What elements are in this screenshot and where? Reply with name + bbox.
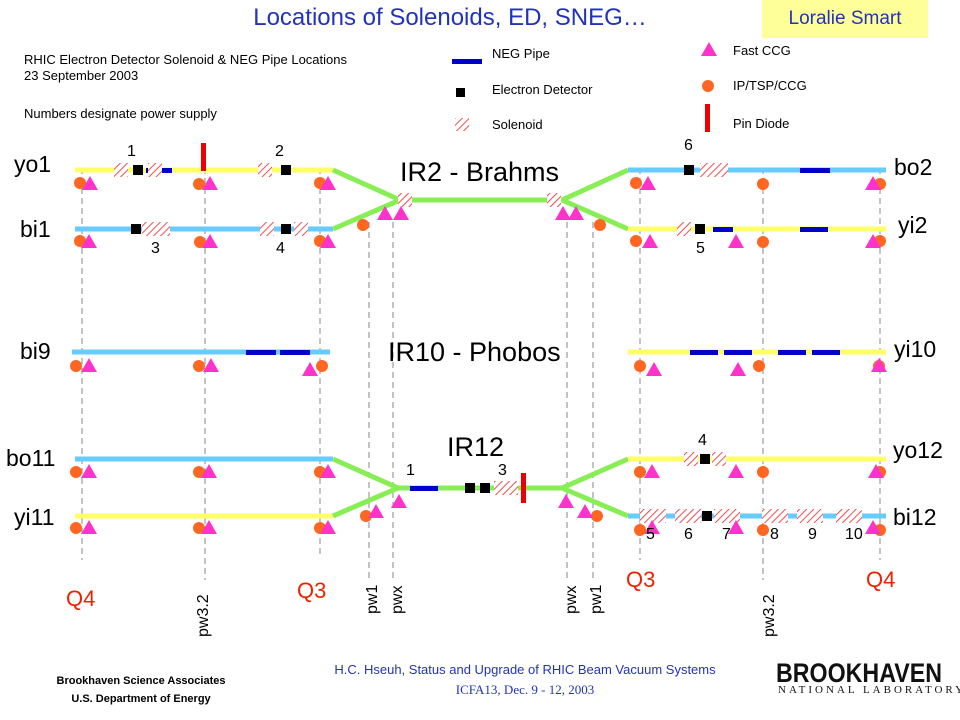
power-supply-number: 4 [698,432,707,449]
beamline-label-yi2: yi2 [898,212,928,238]
diagram-header-title: RHIC Electron Detector Solenoid & NEG Pi… [24,52,347,67]
beamline-label-yo12: yo12 [893,437,943,463]
beamline-label-yo1: yo1 [14,151,52,177]
slide-title: Locations of Solenoids, ED, SNEG… [253,4,647,31]
legend-fast-ccg-label: Fast CCG [733,43,791,58]
ir10-label: IR10 - Phobos [388,337,561,367]
beamline-label-yi10: yi10 [894,336,937,362]
station-label-pw1-right: pw1 [588,585,605,614]
beamline-label-bi9: bi9 [20,338,51,364]
power-supply-number: 10 [845,526,863,543]
power-supply-number: 2 [275,143,284,160]
power-supply-number: 8 [770,526,779,543]
footer-organization: Brookhaven Science Associates U.S. Depar… [0,672,282,708]
ir12-label: IR12 [447,432,505,462]
quad-label-q3-left: Q3 [297,578,327,603]
quad-label-q3-right: Q3 [626,567,656,592]
station-label-pw1-left: pw1 [364,585,381,614]
power-supply-number: 3 [498,462,507,479]
legend [452,42,717,132]
electron-detectors [131,165,712,521]
legend-fast-ccg-icon [701,42,717,56]
footer-conference: ICFA13, Dec. 9 - 12, 2003 [455,682,595,697]
power-supply-number: 1 [127,143,136,160]
power-supply-number: 4 [276,240,285,257]
station-label-pw32-left: pw3.2 [195,594,212,637]
footer-org-line1: Brookhaven Science Associates [56,675,226,687]
legend-electron-detector-label: Electron Detector [492,82,593,97]
diagram-header-date: 23 September 2003 [24,68,139,83]
legend-ip-tsp-ccg-label: IP/TSP/CCG [733,78,807,93]
power-supply-number: 6 [684,526,693,543]
power-supply-number: 3 [151,240,160,257]
power-supply-number: 9 [808,526,817,543]
legend-ip-tsp-ccg-icon [702,80,714,92]
solenoids [114,163,862,523]
pin-diodes [201,143,526,503]
ir2-label: IR2 - Brahms [400,157,560,187]
power-supply-number: 5 [646,526,655,543]
brookhaven-logo-subtitle: NATIONAL LABORATORY [778,684,960,696]
station-labels: pw3.2 pw1 pwx pwx pw1 pw3.2 [195,585,778,637]
power-supply-number: 5 [696,240,705,257]
neg-pipes [146,168,840,491]
footer-talk-title: H.C. Hseuh, Status and Upgrade of RHIC B… [334,662,716,677]
legend-electron-detector-icon [456,88,465,97]
legend-neg-pipe-label: NEG Pipe [492,46,550,61]
legend-solenoid-label: Solenoid [492,117,543,132]
quad-label-q4-right: Q4 [866,567,896,592]
presenter-badge: Loralie Smart [762,0,928,38]
station-label-pw32-right: pw3.2 [761,594,778,637]
legend-neg-pipe-icon [452,59,482,64]
legend-solenoid-icon [455,118,469,131]
fast-ccg-gauges [81,176,887,534]
beamline-label-bo11: bo11 [6,445,56,471]
beamline-label-bo2: bo2 [894,154,933,180]
legend-pin-diode-icon [705,104,710,132]
station-label-pwx-right: pwx [563,586,580,614]
power-supply-number: 7 [722,526,731,543]
power-supply-number: 1 [406,462,415,479]
brookhaven-logo: BROOKHAVEN [776,658,942,688]
beamline-label-bi12: bi12 [893,504,937,530]
diagram-header-note: Numbers designate power supply [24,106,217,121]
legend-pin-diode-label: Pin Diode [733,116,790,131]
beamline-label-yi11: yi11 [14,504,55,530]
beamline-label-bi1: bi1 [20,216,51,242]
station-label-pwx-left: pwx [389,586,406,614]
footer-org-line2: U.S. Department of Energy [71,693,211,705]
power-supply-number: 6 [684,137,693,154]
quad-label-q4-left: Q4 [66,586,96,611]
